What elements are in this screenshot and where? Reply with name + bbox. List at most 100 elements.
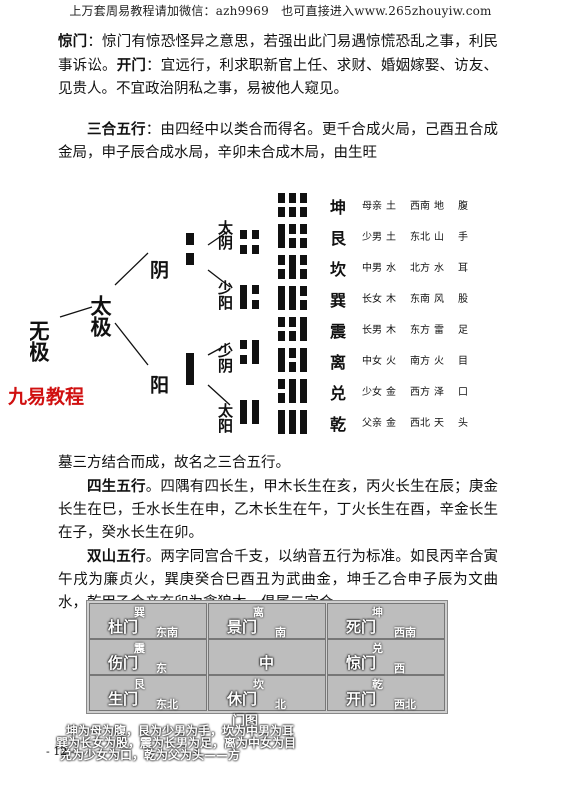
grid-cell-door: 杜门	[108, 618, 139, 636]
trigram-line	[289, 224, 296, 234]
trigram-attribute: 股	[458, 293, 468, 305]
grid-cell-trigram: 坎	[253, 678, 264, 691]
grid-cell-trigram: 坤	[372, 606, 383, 619]
trigram-line	[300, 238, 307, 248]
trigram-line	[300, 379, 307, 403]
trigram-attribute: 泽	[434, 386, 444, 398]
trigram-attribute: 地	[434, 199, 444, 212]
trigram-line	[278, 269, 285, 279]
trigram-line	[289, 286, 296, 310]
grid-cell-door: 景门	[227, 618, 258, 636]
trigram-line	[278, 410, 285, 434]
trigram-line	[300, 348, 307, 372]
grid-cell-trigram: 兑	[372, 642, 383, 655]
grid-cell: 震伤门 东	[89, 639, 207, 675]
grid-cell-direction: 东	[156, 662, 167, 675]
trigram-line	[300, 224, 307, 234]
grid-cell-door: 中	[259, 654, 275, 672]
grid-cell: 兑惊门 西	[327, 639, 445, 675]
trigram-line	[300, 286, 307, 296]
trigram-line	[289, 238, 296, 248]
trigram-attribute: 长女	[362, 292, 382, 305]
bagua-diagram: 无极 太极 阴 阳 太阴 少阳 少阴 太阳 坤艮坎巽震离兑乾 母亲土西南地腹少男…	[30, 193, 468, 434]
grid-cell-direction: 南	[275, 626, 286, 639]
trigram-name: 震	[329, 322, 347, 341]
trigram-line	[300, 300, 307, 310]
grid-cell-direction: 西南	[394, 626, 416, 639]
trigram-line	[300, 255, 307, 265]
grid-cell-door: 开门	[346, 690, 377, 708]
trigram-name: 离	[330, 353, 346, 372]
grid-cell-door: 休门	[227, 690, 258, 708]
term-shuangshan: 双山五行	[87, 548, 146, 565]
paragraph-mu: 墓三方结合而成，故名之三合五行。	[58, 455, 290, 471]
trigram-line	[278, 379, 285, 389]
trigram-attribute: 耳	[458, 262, 468, 274]
page-header: 上万套周易教程请加微信：azh9969 也可直接进入www.265zhouyiw…	[69, 4, 492, 18]
trigram-line	[300, 410, 307, 434]
grid-cell-direction: 东南	[156, 626, 178, 639]
grid-cell-trigram: 艮	[134, 678, 145, 691]
grid-cell-door: 生门	[108, 690, 139, 708]
trigram-name: 坤	[330, 198, 346, 217]
trigram-attribute: 腹	[458, 199, 468, 212]
text-sisheng: 。四隅有四长生，甲木长生在亥，丙火长生在辰；庚金长生在巳，壬水长生在申，乙木长生…	[58, 479, 499, 541]
trigram-line	[300, 269, 307, 279]
trigram-attribute: 水	[434, 262, 444, 274]
label-taiji: 太极	[88, 295, 112, 338]
trigram-line	[278, 207, 285, 217]
grid-cell: 乾开门 西北	[327, 675, 445, 711]
trigram-attribute: 母亲	[362, 199, 382, 212]
label-wuji: 无极	[30, 320, 50, 363]
term-sanhe: 三合五行	[87, 121, 146, 138]
grid-cell-direction: 西北	[394, 698, 416, 711]
trigram-attribute: 手	[458, 230, 468, 243]
trigram-name: 艮	[330, 229, 347, 248]
trigram-line	[289, 348, 296, 358]
grid-cell: 艮生门东北	[89, 675, 207, 711]
grid-cell-trigram: 震	[134, 642, 145, 655]
trigram-attribute: 木	[386, 324, 396, 336]
trigram-attribute: 金	[386, 385, 396, 398]
watermark-logo: 九易教程	[8, 386, 85, 408]
trigram-attribute: 西方	[410, 385, 430, 398]
caption-line-3: 兑为少女为口，乾为父为头——方	[60, 748, 241, 762]
trigram-line	[289, 255, 296, 279]
trigram-attribute: 西南	[410, 199, 430, 212]
grid-cell-door: 伤门	[108, 654, 139, 672]
trigram-attribute: 土	[386, 199, 396, 212]
trigram-attribute: 北方	[410, 261, 430, 274]
text-sanhe: ：由四经中以类合而得名。更千合成火局，己酉丑合成金局，申子辰合成水局，辛卯未合成…	[58, 122, 499, 161]
trigram-attribute: 东方	[410, 323, 430, 336]
trigram-attribute: 雷	[434, 324, 444, 336]
trigram-attribute: 中女	[362, 354, 382, 367]
term-jingmen: 惊门	[58, 33, 88, 50]
trigram-attribute: 木	[386, 293, 396, 305]
grid-cell-trigram: 离	[253, 606, 264, 619]
trigram-line	[278, 348, 285, 372]
trigram-attribute: 山	[434, 231, 444, 243]
trigram-name: 巽	[330, 291, 346, 310]
trigram-line	[278, 317, 285, 327]
trigram-attribute: 东南	[410, 292, 430, 305]
trigram-attribute: 口	[458, 387, 468, 398]
grid-cell-direction: 西	[394, 662, 405, 675]
trigram-attribute: 南方	[410, 354, 430, 367]
grid-cell-trigram: 巽	[134, 606, 145, 619]
label-taiyin: 太阴	[216, 219, 234, 251]
trigram-attribute: 天	[434, 418, 444, 429]
trigram-line	[289, 207, 296, 217]
trigram-attribute: 土	[386, 230, 396, 243]
trigram-attribute: 火	[386, 355, 396, 367]
trigram-attribute: 水	[386, 262, 396, 274]
label-shaoyin: 少阴	[216, 342, 234, 374]
trigram-line	[278, 224, 285, 248]
trigram-attribute: 父亲	[362, 416, 382, 429]
label-yin: 阴	[147, 260, 169, 280]
trigram-line	[289, 331, 296, 341]
grid-cell-door: 惊门	[346, 654, 377, 672]
grid-cell-trigram: 乾	[372, 678, 383, 691]
term-sisheng: 四生五行	[87, 478, 146, 495]
trigram-attribute: 火	[434, 355, 444, 367]
trigram-line	[300, 193, 307, 203]
